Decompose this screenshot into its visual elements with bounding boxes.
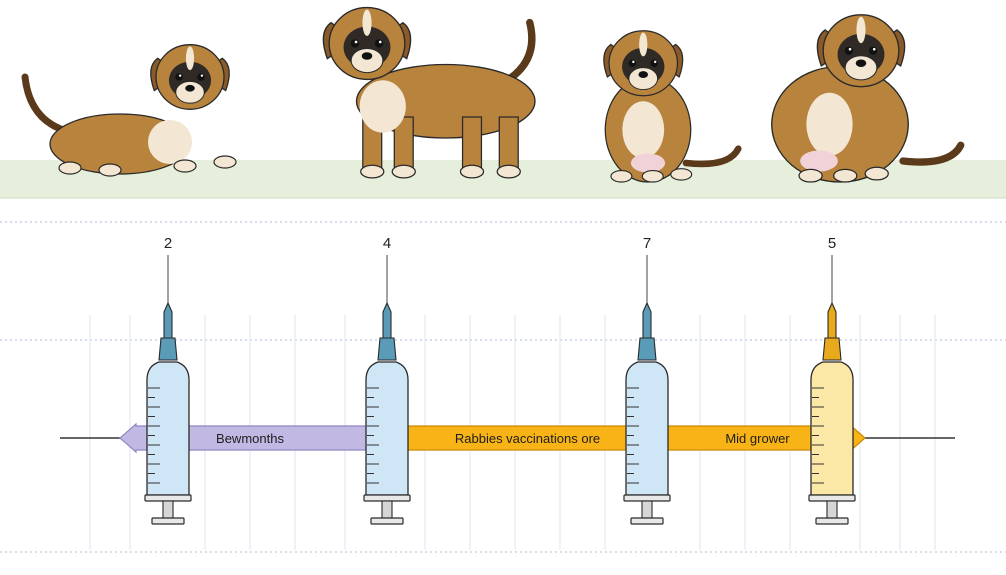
- syringe-plunger-cap: [370, 517, 404, 525]
- syringe-number: 4: [383, 235, 391, 252]
- syringe-flange: [144, 494, 192, 502]
- timeline-arrow-label: Rabbies vaccinations ore: [455, 431, 600, 446]
- syringe-plunger-cap: [815, 517, 849, 525]
- syringe-barrel: [146, 361, 190, 496]
- syringe-plunger-cap: [151, 517, 185, 525]
- syringe-number: 2: [164, 235, 172, 252]
- syringe-needle: [382, 301, 392, 339]
- syringe: 2: [144, 235, 192, 525]
- puppy-illustration: [21, 44, 237, 177]
- syringe-flange: [623, 494, 671, 502]
- timeline-arrow-label: Bewmonths: [216, 431, 284, 446]
- syringe-plunger: [641, 500, 653, 520]
- syringe: 7: [623, 235, 671, 525]
- timeline-arrow-label: Mid grower: [725, 431, 790, 446]
- syringe-hub: [637, 337, 657, 361]
- syringe-hub: [377, 337, 397, 361]
- syringe-barrel: [365, 361, 409, 496]
- syringe-needle: [163, 301, 173, 339]
- syringe-needle: [642, 301, 652, 339]
- syringe-needle: [827, 301, 837, 339]
- syringe: 5: [808, 235, 856, 525]
- syringe-plunger: [826, 500, 838, 520]
- syringe-hub: [158, 337, 178, 361]
- syringe-flange: [363, 494, 411, 502]
- syringe-plunger-cap: [630, 517, 664, 525]
- syringe-barrel: [810, 361, 854, 496]
- syringe: 4: [363, 235, 411, 525]
- syringe-flange: [808, 494, 856, 502]
- syringe-markers: 2 4 7 5: [144, 235, 856, 525]
- syringe-number: 5: [828, 235, 836, 252]
- syringe-number: 7: [643, 235, 651, 252]
- puppy-illustrations: [21, 6, 965, 183]
- syringe-hub: [822, 337, 842, 361]
- puppy-illustration: [322, 6, 536, 179]
- syringe-plunger: [162, 500, 174, 520]
- syringe-plunger: [381, 500, 393, 520]
- puppy-illustration: [771, 14, 965, 183]
- timeline-arrows: Bewmonths Rabbies vaccinations ore Mid gro…: [119, 422, 866, 454]
- syringe-barrel: [625, 361, 669, 496]
- puppy-illustration: [603, 30, 742, 183]
